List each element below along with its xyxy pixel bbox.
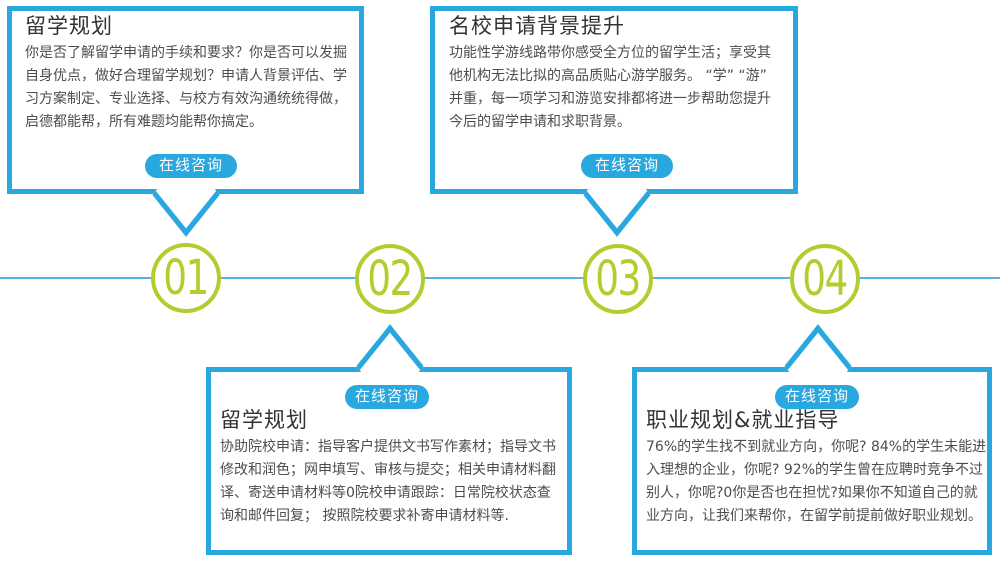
callout-body: 你是否了解留学申请的手续和要求？你是否可以发掘自身优点，做好合理留学规划？申请人… xyxy=(25,45,347,130)
callout-body: 76%的学生找不到就业方向，你呢? 84%的学生未能进入理想的企业，你呢? 92… xyxy=(646,439,987,524)
timeline-line xyxy=(0,277,1000,279)
step-number: 02 xyxy=(367,251,414,307)
consult-button-4[interactable]: 在线咨询 xyxy=(775,385,860,409)
callout-body: 功能性学游线路带你感受全方位的留学生活；享受其他机构无法比拟的高品质贴心游学服务… xyxy=(449,45,771,130)
step-number: 03 xyxy=(595,251,642,307)
step-circle-1: 01 xyxy=(151,243,221,313)
step-circle-4: 04 xyxy=(790,244,860,314)
step-number: 04 xyxy=(802,251,849,307)
consult-button-1[interactable]: 在线咨询 xyxy=(145,154,238,178)
step-circle-2: 02 xyxy=(355,244,425,314)
callout-title: 留学规划 xyxy=(25,14,113,38)
consult-button-2[interactable]: 在线咨询 xyxy=(581,154,674,178)
consult-button-3[interactable]: 在线咨询 xyxy=(345,385,430,409)
callout-title: 名校申请背景提升 xyxy=(449,14,625,38)
callout-title: 职业规划&就业指导 xyxy=(646,408,840,432)
callout-body: 协助院校申请：指导客户提供文书写作素材；指导文书修改和润色；网申填写、审核与提交… xyxy=(220,439,556,524)
callout-title: 留学规划 xyxy=(220,408,308,432)
step-circle-3: 03 xyxy=(583,244,653,314)
step-number: 01 xyxy=(163,250,210,306)
